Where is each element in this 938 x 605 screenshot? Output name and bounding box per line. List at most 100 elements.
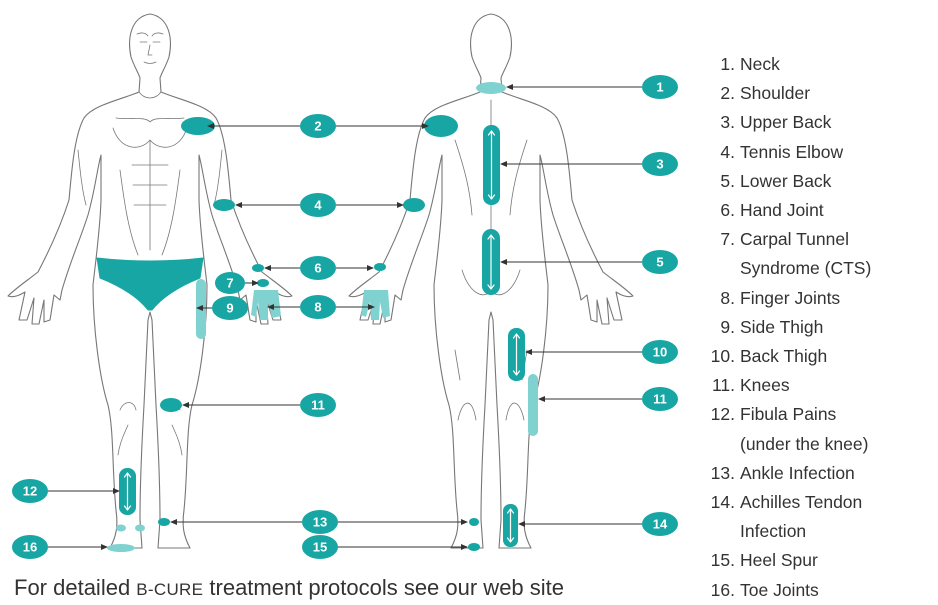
- legend-label: Side Thigh: [740, 313, 823, 342]
- legend-label: Heel Spur: [740, 546, 818, 575]
- badge-9: 9: [212, 296, 248, 320]
- brand-name: B-CURE: [136, 580, 203, 599]
- area-ankle-spot-1: [116, 525, 126, 532]
- badge-8: 8: [300, 295, 336, 319]
- area-side-thigh: [196, 279, 206, 339]
- badge-14-label: 14: [653, 517, 668, 532]
- badge-5: 5: [642, 250, 678, 274]
- legend-label: Carpal Tunnel: [740, 225, 871, 254]
- area-knee-front: [160, 398, 182, 412]
- legend-label-continued: (under the knee): [740, 430, 868, 459]
- legend-number: 12.: [700, 400, 740, 458]
- badge-10-label: 10: [653, 345, 667, 360]
- legend-item: 1.Neck: [700, 50, 936, 79]
- legend-item: 12.Fibula Pains(under the knee): [700, 400, 936, 458]
- front-figure: [8, 14, 292, 548]
- legend-number: 13.: [700, 459, 740, 488]
- legend-item: 5.Lower Back: [700, 167, 936, 196]
- legend-item: 6.Hand Joint: [700, 196, 936, 225]
- front-body-details: [78, 33, 222, 455]
- area-fingers-front: [251, 290, 281, 320]
- area-toes: [107, 544, 135, 552]
- badge-1: 1: [642, 75, 678, 99]
- legend-number: 5.: [700, 167, 740, 196]
- legend-label: Fibula Pains: [740, 400, 868, 429]
- legend-number: 4.: [700, 138, 740, 167]
- legend-label: Hand Joint: [740, 196, 824, 225]
- area-hand-joint-front: [252, 264, 264, 272]
- area-elbow-back: [403, 198, 425, 212]
- badge-16-label: 16: [23, 540, 37, 555]
- area-shoulder-back: [424, 115, 458, 137]
- legend-label-wrap: Fibula Pains(under the knee): [740, 400, 868, 458]
- badge-13: 13: [302, 510, 338, 534]
- badge-11-front-label: 11: [311, 398, 325, 413]
- badge-13-label: 13: [313, 515, 327, 530]
- area-elbow-front: [213, 199, 235, 211]
- legend-item: 3.Upper Back: [700, 108, 936, 137]
- legend-label: Knees: [740, 371, 790, 400]
- legend-label: Lower Back: [740, 167, 831, 196]
- badge-16: 16: [12, 535, 48, 559]
- badge-1-label: 1: [656, 80, 663, 95]
- legend-label: Upper Back: [740, 108, 831, 137]
- legend-number: 1.: [700, 50, 740, 79]
- badge-6: 6: [300, 256, 336, 280]
- area-knee-back: [528, 374, 538, 436]
- footer-suffix: treatment protocols see our web site: [203, 575, 564, 600]
- badge-14: 14: [642, 512, 678, 536]
- legend-label: Achilles Tendon: [740, 488, 862, 517]
- badge-5-label: 5: [656, 255, 663, 270]
- badge-7: 7: [215, 272, 245, 294]
- legend-item: 9.Side Thigh: [700, 313, 936, 342]
- badge-11-back: 11: [642, 387, 678, 411]
- legend-item: 13.Ankle Infection: [700, 459, 936, 488]
- body-diagram: 1 2 3 4 5 6 7 8 9 10 11 11 12 13 14 15 1…: [0, 0, 700, 600]
- legend-label: Finger Joints: [740, 284, 840, 313]
- briefs: [97, 258, 203, 310]
- legend-item: 11.Knees: [700, 371, 936, 400]
- legend-number: 11.: [700, 371, 740, 400]
- legend-label-continued: Infection: [740, 517, 862, 546]
- legend-number: 3.: [700, 108, 740, 137]
- area-carpal-tunnel: [257, 279, 269, 287]
- badge-3-label: 3: [656, 157, 663, 172]
- legend-label: Shoulder: [740, 79, 810, 108]
- badge-2: 2: [300, 114, 336, 138]
- legend-number: 2.: [700, 79, 740, 108]
- legend-item: 15.Heel Spur: [700, 546, 936, 575]
- number-badges: 1 2 3 4 5 6 7 8 9 10 11 11 12 13 14 15 1…: [12, 75, 678, 559]
- legend-list: 1.Neck 2.Shoulder 3.Upper Back 4.Tennis …: [700, 50, 936, 605]
- badge-8-label: 8: [314, 300, 321, 315]
- badge-4-label: 4: [314, 198, 322, 213]
- legend-number: 10.: [700, 342, 740, 371]
- legend-item: 2.Shoulder: [700, 79, 936, 108]
- badge-10: 10: [642, 340, 678, 364]
- legend-label: Neck: [740, 50, 780, 79]
- legend-item: 8.Finger Joints: [700, 284, 936, 313]
- legend-number: 7.: [700, 225, 740, 283]
- legend-number: 15.: [700, 546, 740, 575]
- badge-6-label: 6: [314, 261, 321, 276]
- badge-11-front: 11: [300, 393, 336, 417]
- legend-label-continued: Syndrome (CTS): [740, 254, 871, 283]
- legend-label: Toe Joints: [740, 576, 819, 605]
- badge-15: 15: [302, 535, 338, 559]
- legend-label: Back Thigh: [740, 342, 827, 371]
- legend-item: 4.Tennis Elbow: [700, 138, 936, 167]
- legend-number: 9.: [700, 313, 740, 342]
- badge-12-label: 12: [23, 484, 37, 499]
- area-fingers-back: [361, 290, 390, 320]
- area-hand-joint-back: [374, 263, 386, 271]
- footer-note: For detailed B-CURE treatment protocols …: [14, 575, 564, 601]
- direction-arrows: [125, 131, 520, 542]
- area-ankle-front: [158, 518, 170, 526]
- area-heel: [468, 543, 480, 551]
- badge-11-back-label: 11: [653, 392, 667, 407]
- badge-7-label: 7: [226, 276, 233, 291]
- legend-label-wrap: Achilles TendonInfection: [740, 488, 862, 546]
- area-neck: [476, 82, 506, 94]
